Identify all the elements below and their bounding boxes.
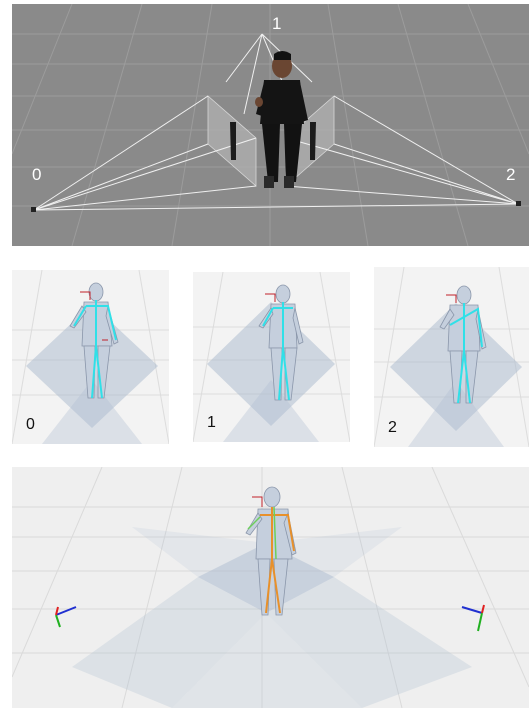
camera-view-2-canvas <box>374 267 529 447</box>
camera-1-label: 1 <box>272 14 282 33</box>
camera-2-axes <box>461 604 485 632</box>
camera-view-0-canvas <box>12 270 169 444</box>
frustum-volumes <box>72 527 472 708</box>
top-scene-canvas <box>12 4 529 246</box>
camera-view-0-label: 0 <box>26 416 35 433</box>
camera-0-axes <box>55 606 77 628</box>
camera-2-label: 2 <box>506 165 516 184</box>
skeleton-orange <box>260 507 295 614</box>
camera-2-marker <box>516 201 521 206</box>
camera-markers <box>31 201 521 212</box>
left-dark-marker <box>230 122 236 160</box>
camera-view-1-canvas <box>193 272 350 442</box>
figure-hair <box>274 51 291 60</box>
view-skeleton <box>73 300 117 399</box>
view-frustum <box>207 302 335 442</box>
camera-view-1-label: 1 <box>207 414 216 431</box>
human-figure <box>255 51 308 188</box>
camera-0-label: 0 <box>32 165 42 184</box>
camera-view-2-label: 2 <box>388 419 397 436</box>
figure-torso <box>260 80 304 124</box>
skeleton-green <box>247 506 277 560</box>
reconstruction-canvas <box>12 467 529 708</box>
reconstruction-panel <box>12 467 529 708</box>
figure-left-hand <box>255 97 263 107</box>
figure-left-shoe <box>264 176 274 188</box>
figure-left-leg <box>262 124 280 182</box>
camera-view-2: 2 <box>374 267 529 447</box>
figure-right-shoe <box>284 176 294 188</box>
figure-right-leg <box>284 124 302 182</box>
camera-0-marker <box>31 207 36 212</box>
right-dark-marker <box>310 122 316 160</box>
top-scene-panel: 0 1 2 <box>12 4 529 246</box>
view-skeleton <box>262 302 293 401</box>
camera-view-0: 0 <box>12 270 169 444</box>
view-skeleton <box>449 303 483 404</box>
camera-view-1: 1 <box>193 272 350 442</box>
figure-right-arm <box>297 82 308 122</box>
